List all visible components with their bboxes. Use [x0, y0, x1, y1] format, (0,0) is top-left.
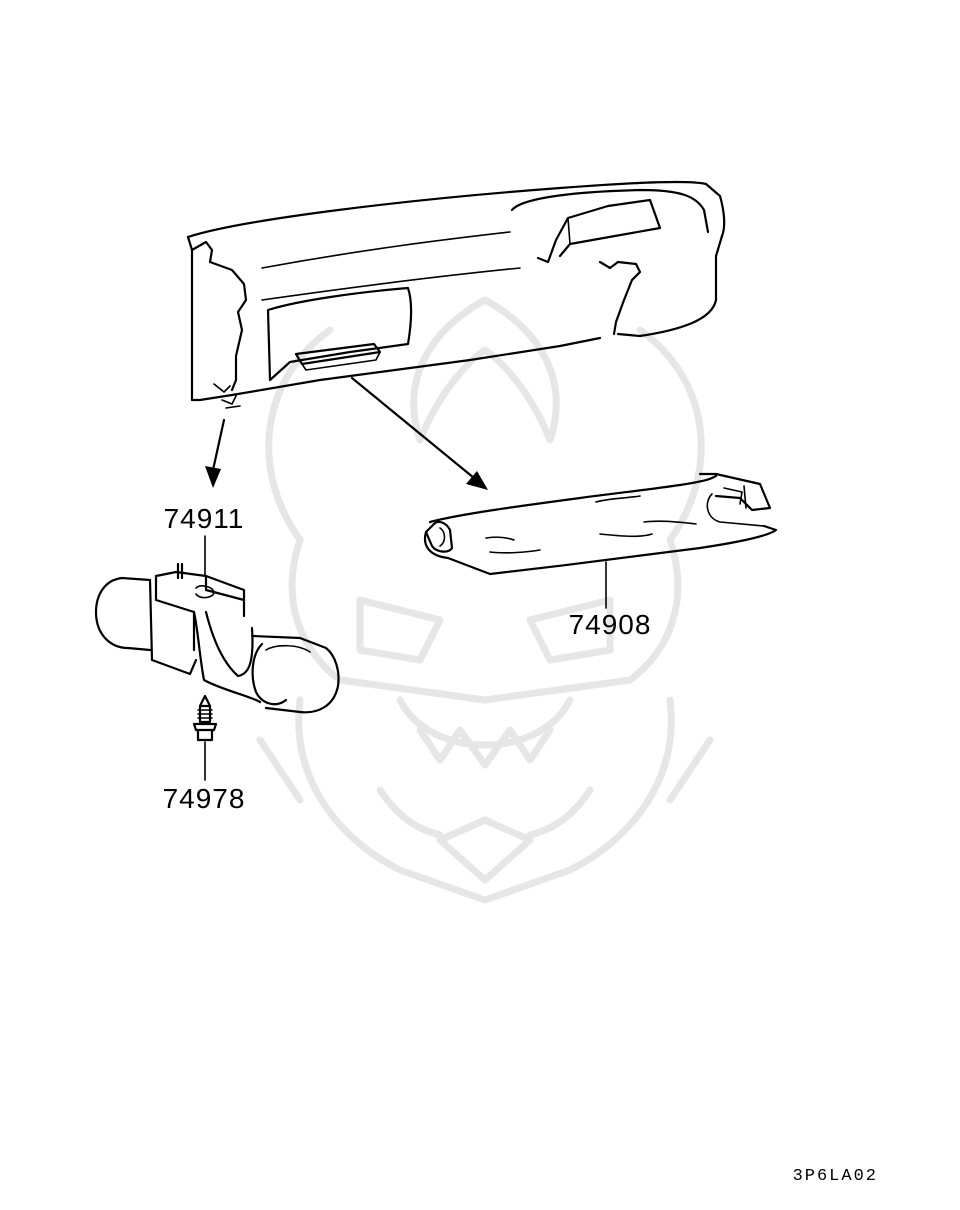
samurai-helmet-icon	[256, 296, 714, 904]
arrow-to-cover	[350, 376, 488, 490]
instrument-panel	[186, 180, 726, 409]
screw-part-drawing	[192, 694, 218, 742]
diagram-code: 3P6LA02	[793, 1167, 878, 1186]
clip-part-drawing	[94, 562, 340, 714]
part-number-cover: 74908	[569, 609, 652, 640]
part-number-clip: 74911	[164, 503, 245, 534]
arrow-to-clip	[205, 418, 226, 488]
cover-part-drawing	[423, 472, 778, 576]
part-number-screw: 74978	[163, 783, 246, 814]
